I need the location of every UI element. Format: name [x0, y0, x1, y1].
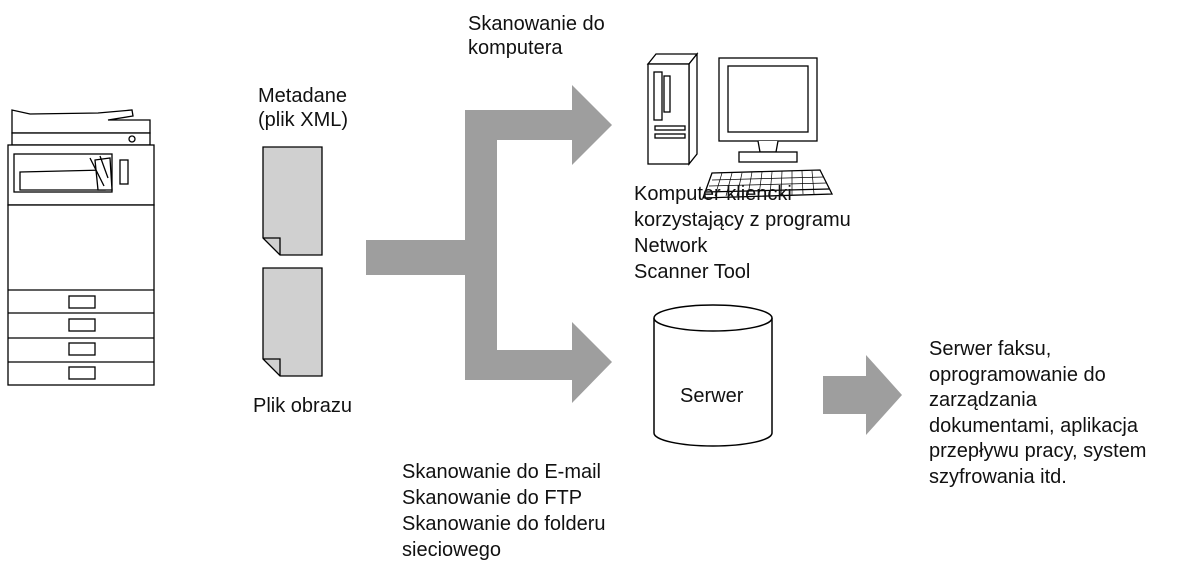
- destinations-line-3: zarządzania: [929, 389, 1037, 411]
- client-computer-line-4: Scanner Tool: [634, 261, 751, 283]
- printer-icon: [7, 109, 155, 386]
- image-document-icon: [262, 267, 323, 377]
- scan-to-computer-label: Skanowanie do komputera: [468, 12, 605, 60]
- server-cylinder-icon: [653, 304, 773, 447]
- computer-icon: [646, 52, 834, 199]
- scan-modes-line-3: Skanowanie do folderu: [402, 513, 606, 535]
- metadata-label: Metadane (plik XML): [258, 84, 348, 132]
- client-computer-line-3: Network: [634, 235, 708, 257]
- metadata-line-2: (plik XML): [258, 109, 349, 131]
- branch-arrow: [366, 85, 612, 403]
- scan-modes-line-4: sieciowego: [402, 539, 501, 561]
- scan-to-computer-line-2: komputera: [468, 37, 563, 59]
- client-computer-line-1: Komputer kliencki: [634, 183, 792, 205]
- metadata-line-1: Metadane: [258, 85, 347, 107]
- destinations-line-1: Serwer faksu,: [929, 338, 1052, 360]
- destinations-line-6: szyfrowania itd.: [929, 465, 1067, 488]
- scan-modes-line-1: Skanowanie do E-mail: [402, 461, 601, 483]
- scan-modes-line-2: Skanowanie do FTP: [402, 487, 583, 509]
- destinations-line-5: przepływu pracy, system: [929, 440, 1147, 462]
- client-computer-label: Komputer kliencki korzystający z program…: [634, 181, 851, 285]
- destinations-label: Serwer faksu, oprogramowanie do zarządza…: [929, 337, 1146, 490]
- destinations-line-4: dokumentami, aplikacja: [929, 414, 1138, 437]
- scan-to-computer-line-1: Skanowanie do: [468, 13, 605, 35]
- output-arrow: [823, 355, 902, 435]
- server-label: Serwer: [680, 385, 744, 407]
- image-file-label: Plik obrazu: [253, 395, 352, 417]
- scan-modes-label: Skanowanie do E-mail Skanowanie do FTP S…: [402, 459, 605, 563]
- client-computer-line-2: korzystający z programu: [634, 209, 851, 231]
- destinations-line-2: oprogramowanie do: [929, 363, 1106, 386]
- metadata-document-icon: [262, 146, 323, 256]
